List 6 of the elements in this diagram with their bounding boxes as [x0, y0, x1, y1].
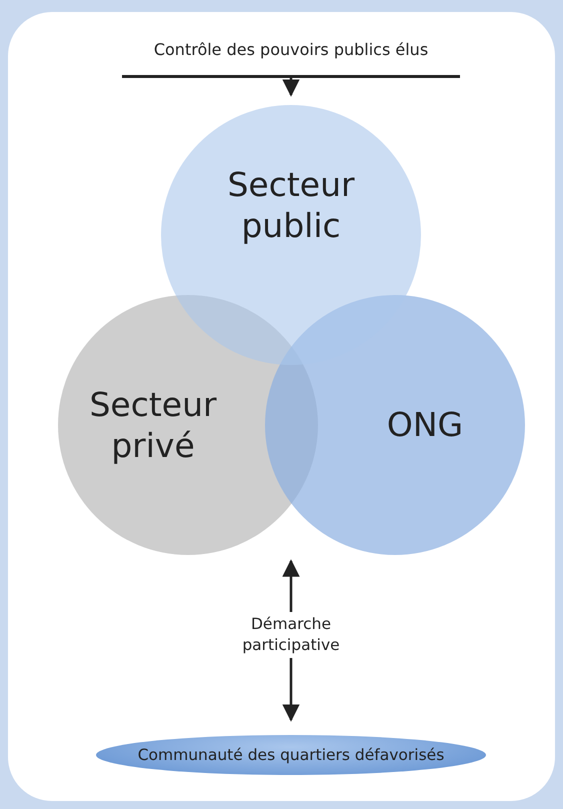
node-label: Secteur privé: [88, 384, 218, 466]
heading-text: Contrôle des pouvoirs publics élus: [154, 40, 428, 58]
node-label: Communauté des quartiers défavorisés: [138, 746, 444, 764]
arrow: [282, 78, 300, 97]
node-label: Secteur public: [226, 164, 356, 246]
node-label: ONG: [386, 404, 464, 446]
